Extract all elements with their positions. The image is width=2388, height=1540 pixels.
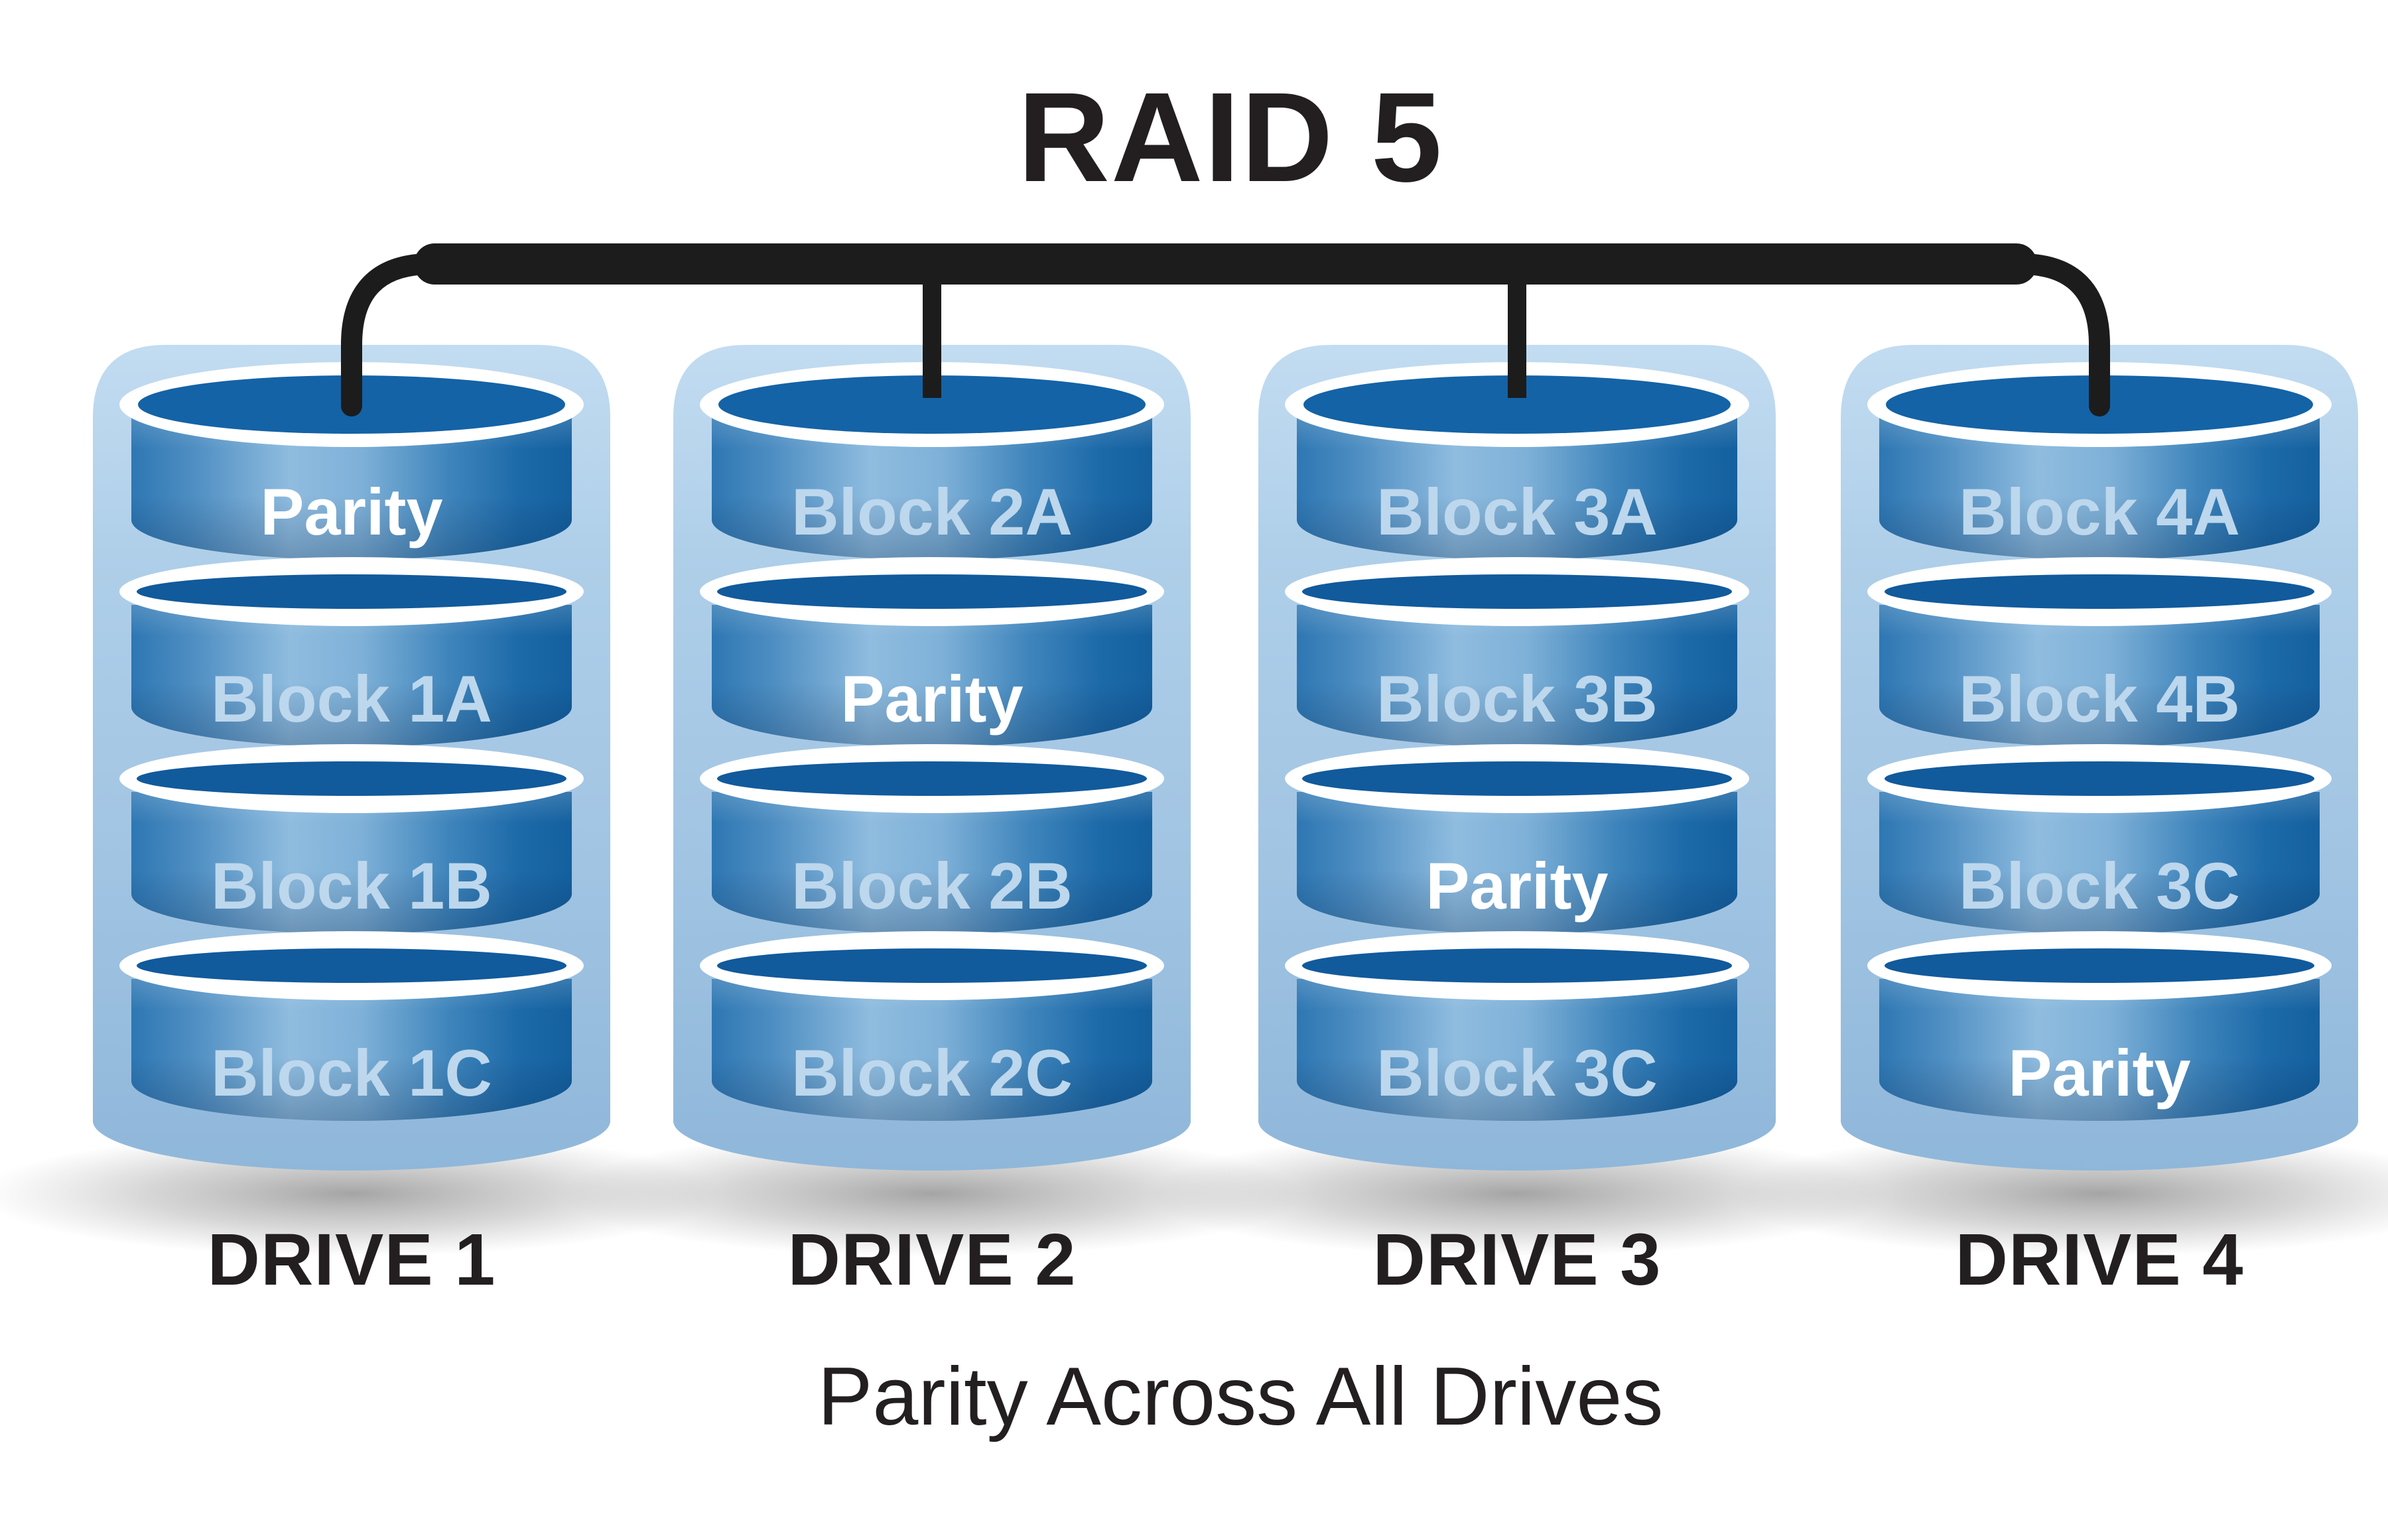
- segment-label: Parity: [1426, 849, 1608, 923]
- drive-1-label: DRIVE 1: [207, 1219, 496, 1301]
- segment-label: Block 1A: [211, 662, 492, 736]
- drive-shadows: [0, 1131, 2388, 1257]
- diagram-title: RAID 5: [1018, 66, 1443, 208]
- segment-label: Block 1B: [211, 849, 492, 923]
- diagram-caption: Parity Across All Drives: [817, 1351, 1664, 1443]
- segment-label: Block 3C: [1959, 849, 2240, 923]
- segment-label: Block 2B: [791, 849, 1073, 923]
- segment-label: Parity: [2008, 1036, 2190, 1110]
- segment-label: Block 2C: [791, 1036, 1073, 1110]
- segment-label: Block 3C: [1376, 1036, 1658, 1110]
- segment-label: Block 2A: [791, 475, 1073, 548]
- segment-label: Parity: [840, 662, 1023, 736]
- segment-labels: Parity Block 1A Block 1B Block 1C Block …: [211, 475, 2240, 1110]
- segment-label: Block 3A: [1376, 475, 1658, 548]
- segment-label: Block 3B: [1376, 662, 1658, 736]
- drive-2-label: DRIVE 2: [787, 1219, 1077, 1301]
- segment-label: Block 4A: [1959, 475, 2240, 548]
- drive-shadow: [0, 1131, 723, 1257]
- bus-outline: [341, 253, 2110, 417]
- segment-label: Parity: [260, 475, 442, 548]
- drive-3-label: DRIVE 3: [1372, 1219, 1662, 1301]
- drive-shadow: [561, 1131, 1303, 1257]
- bus-connector: [341, 243, 2110, 417]
- segment-label: Block 1C: [211, 1036, 492, 1110]
- drive-4-label: DRIVE 4: [1955, 1219, 2244, 1301]
- segment-label: Block 4B: [1959, 662, 2240, 736]
- drive-shadow: [1146, 1131, 1889, 1257]
